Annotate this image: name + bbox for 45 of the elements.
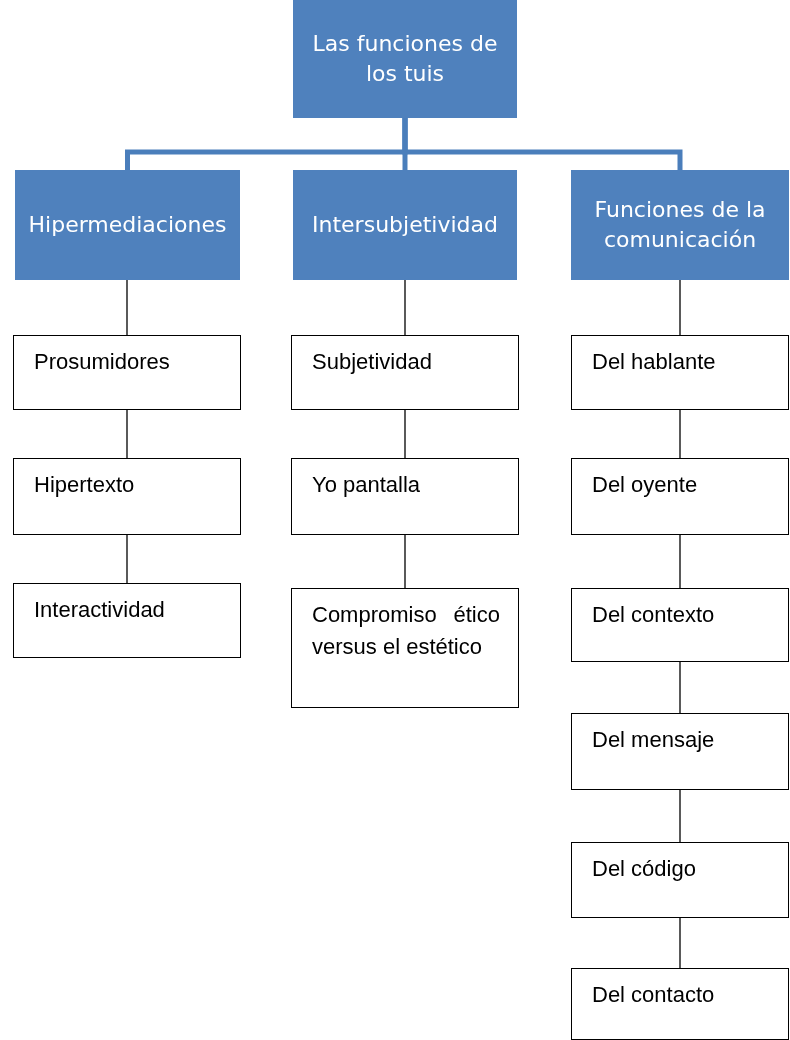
item-box bbox=[571, 335, 789, 410]
item-box bbox=[13, 335, 241, 410]
box-text: Prosumidores bbox=[34, 348, 171, 376]
connector-line bbox=[404, 409, 406, 459]
box-text: Del hablante bbox=[592, 348, 717, 376]
connector-line bbox=[126, 409, 128, 459]
item-box bbox=[13, 583, 241, 658]
heading-box bbox=[293, 170, 517, 280]
item-box bbox=[571, 842, 789, 918]
connector-line bbox=[679, 534, 681, 589]
connector-line bbox=[679, 279, 681, 336]
box-text: Intersubjetividad bbox=[312, 211, 498, 240]
box-text: Hipermediaciones bbox=[28, 211, 227, 240]
connector-line bbox=[402, 118, 683, 170]
connector-line bbox=[679, 789, 681, 843]
box-text: Del mensaje bbox=[592, 726, 716, 754]
box-text: Subjetividad bbox=[312, 348, 433, 376]
item-box bbox=[571, 588, 789, 662]
connector-line bbox=[679, 409, 681, 459]
box-text: Las funciones de los tuis bbox=[311, 30, 499, 88]
box-text: Del contacto bbox=[592, 981, 716, 1009]
connector-line bbox=[679, 917, 681, 969]
box-text: Yo pantalla bbox=[312, 471, 422, 499]
item-box bbox=[571, 968, 789, 1040]
box-text: Del contexto bbox=[592, 601, 716, 629]
item-box bbox=[571, 713, 789, 790]
connector-line bbox=[126, 534, 128, 584]
box-text: Interactividad bbox=[34, 596, 166, 624]
box-text: Hipertexto bbox=[34, 471, 136, 499]
box-text: Compromiso ético versus el estético bbox=[312, 601, 500, 661]
item-box bbox=[291, 335, 519, 410]
item-box bbox=[291, 588, 519, 708]
item-box bbox=[571, 458, 789, 535]
connector-line bbox=[126, 279, 128, 336]
heading-box bbox=[15, 170, 240, 280]
item-box bbox=[13, 458, 241, 535]
box-text: Funciones de la comunicación bbox=[593, 196, 767, 254]
item-box bbox=[291, 458, 519, 535]
connector-line bbox=[679, 661, 681, 714]
heading-box bbox=[293, 0, 517, 118]
box-text: Del oyente bbox=[592, 471, 699, 499]
heading-box bbox=[571, 170, 789, 280]
connector-line bbox=[404, 279, 406, 336]
box-text: Del código bbox=[592, 855, 697, 883]
connector-line bbox=[404, 534, 406, 589]
